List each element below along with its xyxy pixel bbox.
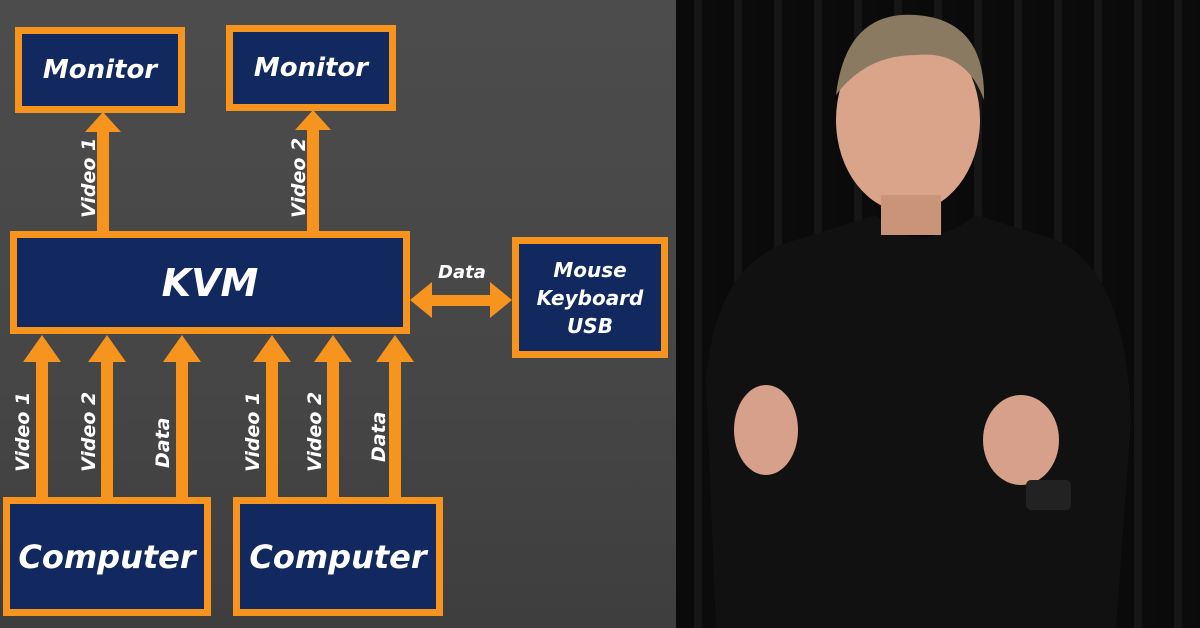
label-c1-video-1: Video 1 — [12, 391, 34, 472]
arrow-kvm-monitor-2 — [295, 110, 331, 232]
label-data-peripherals: Data — [438, 262, 486, 283]
arrow-c1-video1 — [23, 335, 61, 498]
label-c1-data: Data — [152, 417, 174, 469]
peripheral-keyboard: Keyboard — [536, 285, 644, 310]
label-c2-data: Data — [368, 411, 390, 463]
computer-2-node: Computer — [233, 497, 443, 616]
arrow-c2-video1 — [253, 335, 291, 498]
label-c2-video-1: Video 1 — [242, 391, 264, 472]
arrow-c1-video2 — [88, 335, 126, 498]
label-c1-video-2: Video 2 — [78, 391, 100, 472]
arrow-c2-data — [376, 335, 414, 498]
arrows-layer — [23, 110, 512, 498]
presenter-figure — [706, 14, 1131, 628]
monitor-1-node: Monitor — [15, 27, 185, 113]
arrow-kvm-peripherals — [410, 282, 512, 318]
kvm-node: KVM — [10, 231, 410, 334]
arrow-kvm-monitor-1 — [85, 112, 121, 232]
monitor-2-node: Monitor — [226, 25, 396, 111]
presenter-photo — [676, 0, 1200, 628]
label-video-2-top: Video 2 — [288, 137, 310, 218]
label-video-1-top: Video 1 — [78, 137, 100, 218]
arrow-c1-data — [163, 335, 201, 498]
computer-1-node: Computer — [3, 497, 211, 616]
label-c2-video-2: Video 2 — [304, 391, 326, 472]
peripherals-node: Mouse Keyboard USB — [512, 237, 668, 358]
peripheral-usb: USB — [567, 313, 613, 338]
arrow-c2-video2 — [314, 335, 352, 498]
peripheral-mouse: Mouse — [553, 257, 627, 282]
